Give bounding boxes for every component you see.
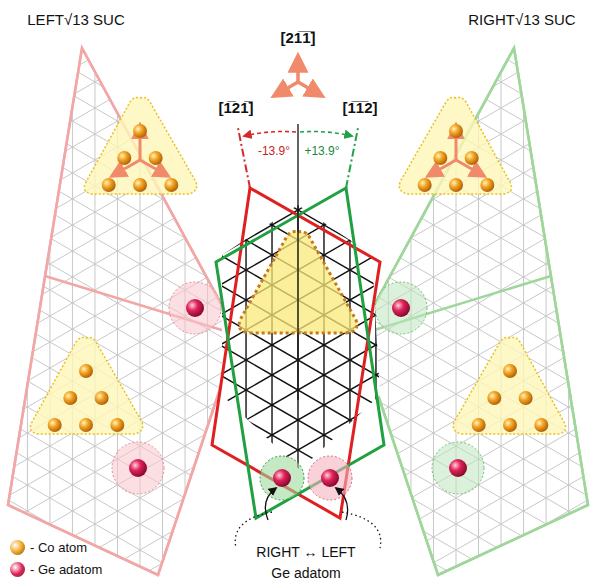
legend-swatch xyxy=(10,540,25,555)
direction-label: [21̅1̅] xyxy=(280,29,315,46)
angle-label: +13.9° xyxy=(304,145,339,159)
legend-row: - Ge adatom xyxy=(10,562,102,577)
legend-swatch xyxy=(10,562,25,577)
caption-text: Ge adatom xyxy=(271,565,340,581)
legend-text: - Co atom xyxy=(30,540,87,555)
caption-text: RIGHT ↔ LEFT xyxy=(256,544,355,560)
direction-label: [1̅21̅] xyxy=(218,99,253,116)
angle-label: -13.9° xyxy=(258,145,290,159)
suc-heading: RIGHT√13 SUC xyxy=(468,11,575,28)
direction-label: [1̅1̅2] xyxy=(342,99,377,116)
legend-text: - Ge adatom xyxy=(30,562,102,577)
legend-row: - Co atom xyxy=(10,540,87,555)
suc-heading: LEFT√13 SUC xyxy=(27,11,124,28)
